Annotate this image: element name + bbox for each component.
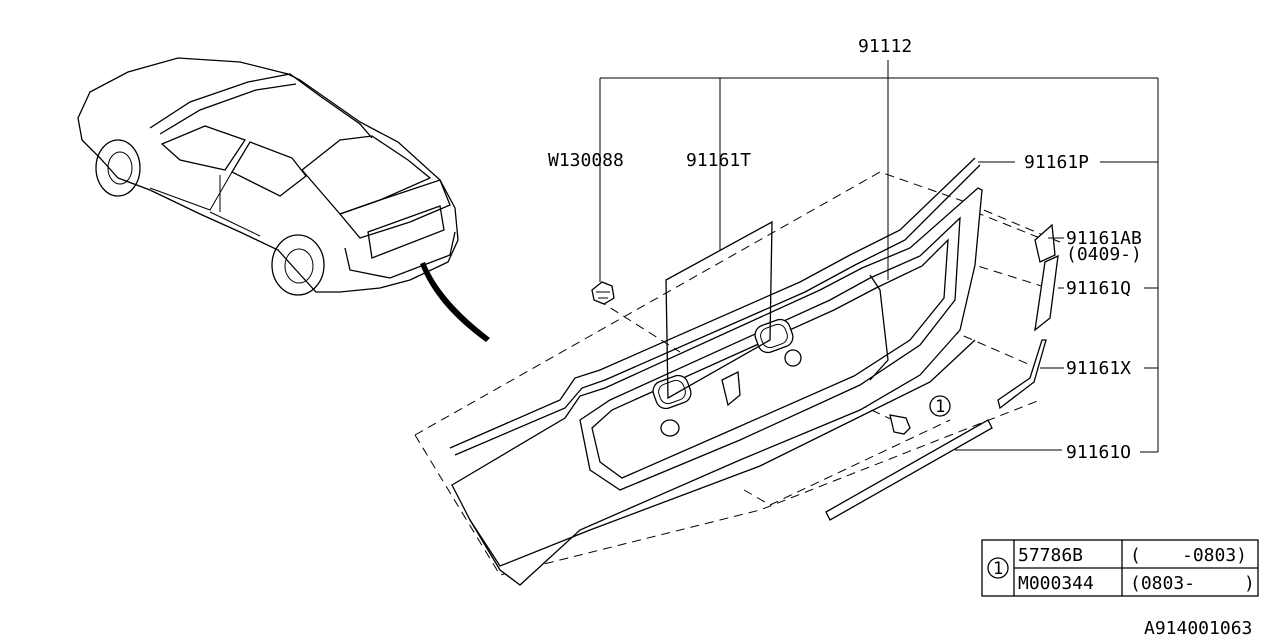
label-91112: 91112 — [858, 36, 912, 57]
callout-1-label: 1 — [935, 397, 945, 417]
label-91161p: 91161P — [1024, 152, 1089, 173]
label-91161o: 91161O — [1066, 442, 1131, 463]
trunk-garnish-parts: 1 — [414, 60, 1159, 586]
diagram-id: A914001063 — [1144, 618, 1252, 639]
table-row-1-range: -0803) — [1182, 545, 1247, 566]
table-row-2-range: ) — [1244, 573, 1255, 594]
reference-table: 1 57786B ( -0803) M000344 (0803- ) — [981, 539, 1259, 597]
label-91161q: 91161Q — [1066, 278, 1131, 299]
car-illustration — [77, 57, 490, 342]
table-row-2-part: M000344 — [1018, 573, 1094, 594]
label-91161ab: 91161AB — [1066, 228, 1142, 249]
table-ref: 1 — [993, 559, 1003, 579]
label-91161t: 91161T — [686, 150, 751, 171]
table-row-1-open: ( — [1130, 545, 1141, 566]
label-91161ab-note: (0409-) — [1066, 244, 1142, 265]
table-row-2-open: (0803- — [1130, 573, 1195, 594]
table-row-1-part: 57786B — [1018, 545, 1083, 566]
label-w130088: W130088 — [548, 150, 624, 171]
label-91161x: 91161X — [1066, 358, 1131, 379]
